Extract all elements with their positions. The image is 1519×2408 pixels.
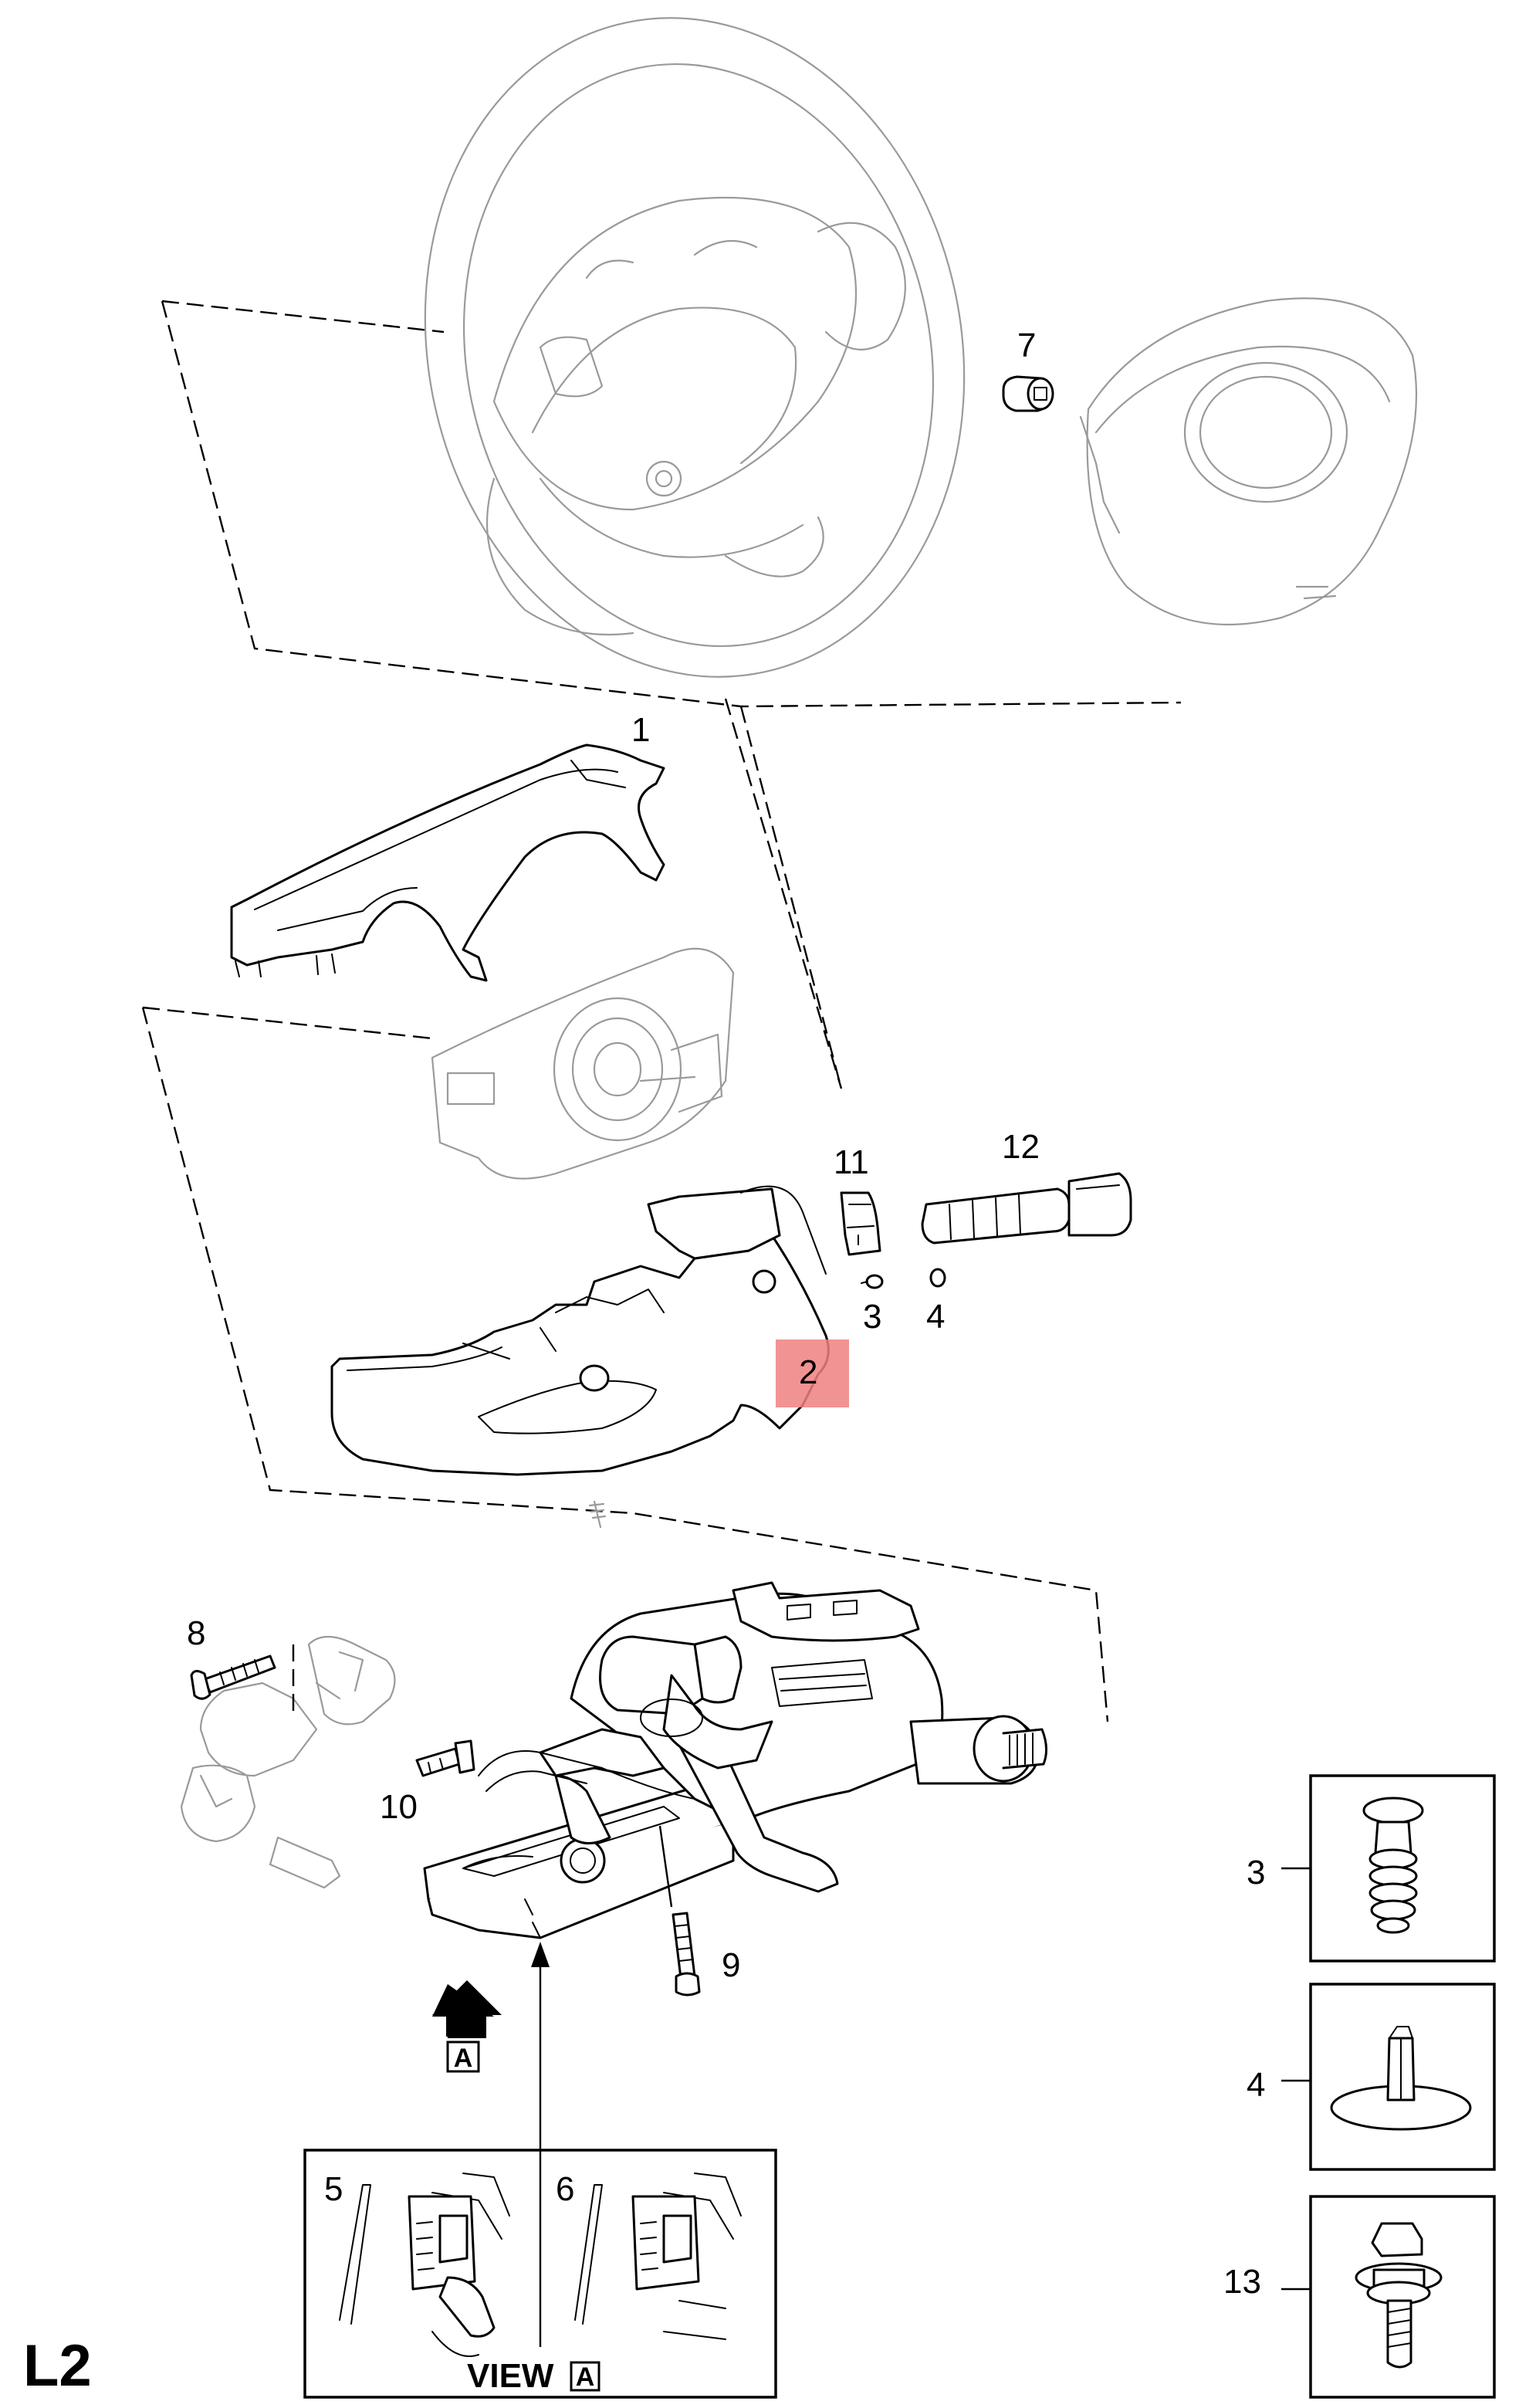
view-direction-arrow: [432, 1980, 502, 2073]
view-box-label-6: 6: [556, 2170, 574, 2208]
intermediate-shaft-illustration: [180, 1636, 396, 1889]
screw-part-9: [658, 1825, 701, 1997]
detail-panel-3-label: 3: [1247, 1854, 1265, 1892]
clock-spring-switch-illustration: [431, 947, 735, 1180]
airbag-module-illustration: [1079, 297, 1418, 625]
screw-part-3: [861, 1274, 884, 1289]
page-identifier: L2: [23, 2333, 92, 2399]
callout-2-highlight: [776, 1339, 849, 1407]
callout-7: 7: [1017, 327, 1036, 364]
detail-panel-13: [1281, 2195, 1496, 2399]
dashed-assembly-outline-middle: [141, 698, 1109, 1722]
connector-part-6: [574, 2173, 742, 2340]
view-a-detail-box: [303, 2149, 777, 2399]
steering-column-assembly: [423, 1581, 1047, 1939]
detail-panel-4: [1281, 1983, 1496, 2171]
callout-3: 3: [863, 1298, 881, 1336]
bolt-part-10: [415, 1739, 475, 1777]
callout-10: 10: [380, 1788, 418, 1826]
callout-2: 2: [799, 1353, 817, 1391]
steering-wheel-illustration: [424, 17, 966, 678]
upper-trim-cover-part-1: [230, 743, 665, 982]
callout-11: 11: [834, 1143, 869, 1181]
clip-part-4: [929, 1268, 946, 1288]
view-arrow-letter: A: [454, 2044, 473, 2073]
screw-part-7: [1002, 375, 1054, 412]
callout-9: 9: [722, 1946, 740, 1984]
callout-4: 4: [926, 1298, 945, 1336]
callout-12: 12: [1002, 1128, 1040, 1166]
screw-part-8: [190, 1654, 276, 1700]
view-box-label-5: 5: [324, 2170, 343, 2208]
detail-panel-4-label: 4: [1247, 2066, 1265, 2104]
view-box-letter-frame: [570, 2361, 600, 2392]
view-box-letter: A: [576, 2362, 595, 2392]
dashed-assembly-outline-upper: [161, 300, 1182, 708]
lower-trim-cover-part-2: [330, 1185, 830, 1476]
detail-panel-13-label: 13: [1223, 2263, 1261, 2301]
connector-part-5: [339, 2173, 510, 2357]
small-screw-under-cover: [588, 1500, 607, 1529]
callout-8: 8: [187, 1614, 205, 1652]
callout-1: 1: [631, 711, 650, 749]
view-box-title: VIEW: [467, 2357, 554, 2395]
detail-panel-3: [1281, 1774, 1496, 1963]
lock-cylinder-part-12: [921, 1172, 1132, 1245]
switch-part-11: [840, 1191, 881, 1256]
